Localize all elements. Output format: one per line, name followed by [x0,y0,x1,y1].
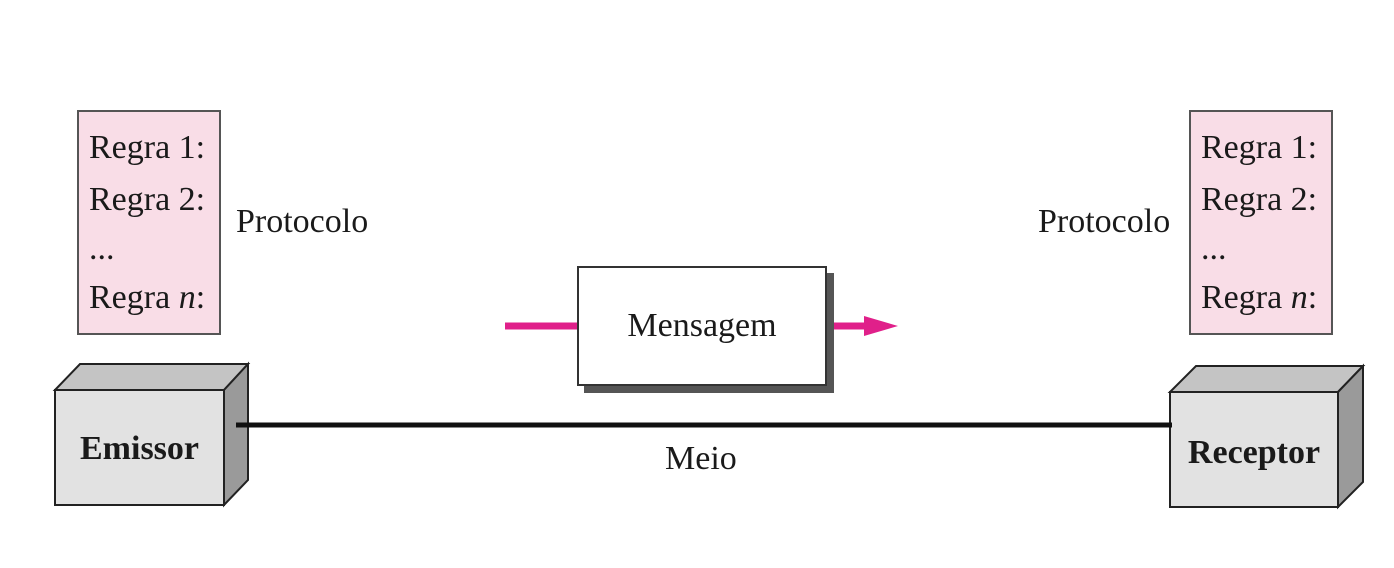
sender-rule-n: Regra n: [89,272,219,324]
receiver-device-face [1169,391,1339,508]
receiver-protocol-label: Protocolo [1038,203,1171,240]
sender-device [52,361,251,508]
receiver-rule-n: Regra n: [1201,272,1331,324]
sender-rule-ellipsis: ... [89,230,115,267]
receiver-device-label: Receptor [1187,434,1321,471]
message-label: Mensagem [627,307,777,344]
sender-device-label: Emissor [80,430,199,467]
sender-device-face [54,389,225,506]
receiver-device-side [1337,363,1364,510]
receiver-rule-1: Regra 1: [1201,129,1318,166]
receiver-rule-box: Regra 1: Regra 2: ... Regra n: [1189,110,1333,335]
message-arrowhead [864,316,898,336]
sender-rule-n-var: n [178,279,196,316]
receiver-device-top [1167,365,1366,393]
message-box: Mensagem [577,266,827,386]
sender-rule-n-colon: : [195,279,206,316]
sender-device-top [52,363,251,391]
sender-rule-n-prefix: Regra [89,279,179,316]
receiver-device [1167,363,1366,510]
sender-device-side [223,361,249,508]
sender-rule-1: Regra 1: [89,129,206,166]
medium-label: Meio [665,440,737,477]
sender-rule-2: Regra 2: [89,181,206,218]
sender-rule-box: Regra 1: Regra 2: ... Regra n: [77,110,221,335]
receiver-rule-2: Regra 2: [1201,181,1318,218]
receiver-rule-n-colon: : [1307,279,1318,316]
receiver-rule-ellipsis: ... [1201,230,1227,267]
sender-protocol-label: Protocolo [236,203,369,240]
receiver-rule-n-var: n [1290,279,1308,316]
receiver-rule-n-prefix: Regra [1201,279,1291,316]
